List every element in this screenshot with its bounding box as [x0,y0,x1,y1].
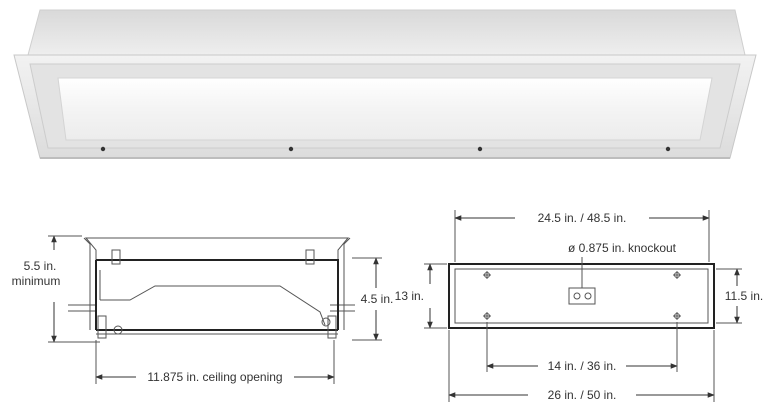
top-view-drawing [424,210,742,402]
diffuser-lens [57,77,713,141]
overall-length-label: 26 in. / 50 in. [548,388,617,402]
product-render [13,9,757,159]
screw-icon [100,146,106,152]
side-view-drawing [48,235,382,384]
side-height-label-line1: 5.5 in. [24,259,57,273]
housing-top [27,9,746,56]
knockout-plate-icon [568,287,596,305]
mounting-spacing-label: 14 in. / 36 in. [548,359,617,373]
top-length-label: 24.5 in. / 48.5 in. [538,211,627,225]
screw-icon [477,146,483,152]
top-inner-height-label: 11.5 in. [725,289,763,303]
knockout-label: ø 0.875 in. knockout [568,241,677,255]
screw-icon [288,146,294,152]
screw-icon [665,146,671,152]
mounting-hole-icon [673,271,681,279]
ceiling-opening-label: 11.875 in. ceiling opening [147,370,282,384]
mounting-hole-icon [483,271,491,279]
top-height-label: 13 in. [395,289,424,303]
mounting-hole-icon [483,312,491,320]
mounting-hole-icon [673,312,681,320]
side-inner-height-label: 4.5 in. [361,292,394,306]
side-height-label-line2: minimum [12,274,61,288]
